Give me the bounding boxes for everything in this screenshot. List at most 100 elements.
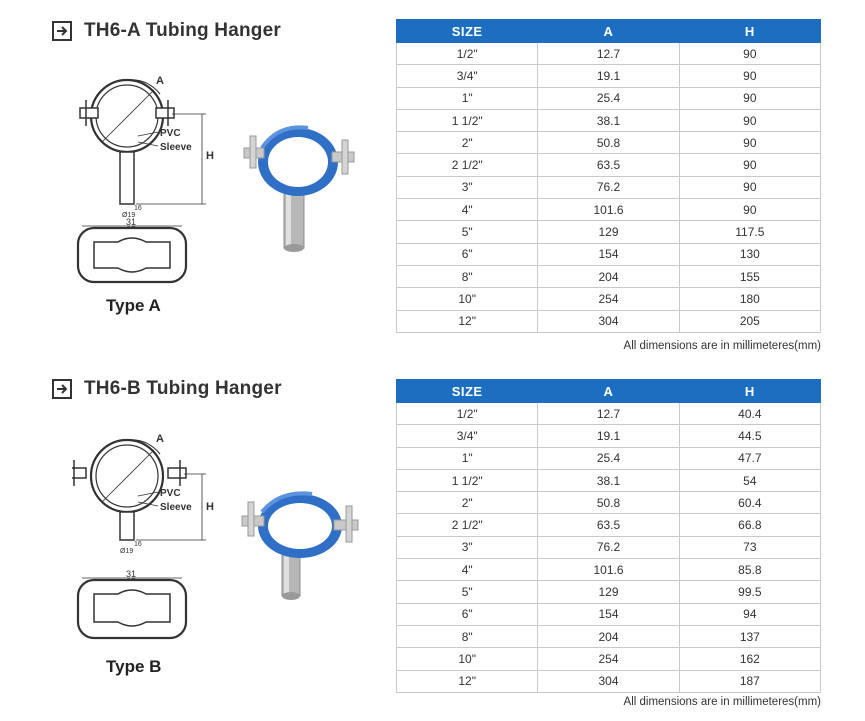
col-header-a: A [537,19,680,43]
label-sleeve: Sleeve [160,502,192,513]
cell-a: 25.4 [537,86,680,110]
cell-size: 12" [395,669,539,693]
cell-size: 3" [395,175,539,200]
cell-h: 40.4 [678,401,822,426]
cell-h: 187 [678,669,822,693]
units-note: All dimensions are in millimeteres(mm) [623,340,821,352]
cell-h: 44.5 [678,424,822,448]
cell-size: 10" [395,647,539,671]
cell-a: 304 [537,309,680,333]
drawing-caption: Type B [106,657,161,676]
dim-19: Ø19 [120,548,133,555]
product-photo-type-b [241,491,359,600]
cell-h: 162 [678,647,822,671]
cell-size: 6" [395,602,539,626]
cell-a: 19.1 [537,64,680,88]
technical-drawing-type-a: A PVC Sleeve H 16 Ø19 31 25 Type A [76,75,214,315]
cell-a: 38.1 [537,108,680,133]
cell-size: 8" [395,264,539,289]
dim-16: 16 [134,541,142,548]
cell-a: 101.6 [537,558,680,582]
cell-size: 1 1/2" [395,468,539,493]
cell-a: 154 [537,602,680,626]
cell-size: 8" [395,624,539,649]
cell-size: 5" [395,220,539,244]
cell-size: 2" [395,491,539,515]
cell-a: 50.8 [537,131,680,155]
dim-31: 31 [126,217,136,227]
cell-a: 129 [537,220,680,244]
dim-31: 31 [126,569,136,579]
cell-size: 1/2" [395,401,539,426]
cell-size: 4" [395,198,539,222]
cell-size: 2 1/2" [395,153,539,177]
cell-a: 101.6 [537,198,680,222]
diameter-line [101,89,155,143]
cell-a: 154 [537,242,680,266]
technical-drawing-type-b: A PVC Sleeve H 16 Ø19 31 25 Type B [72,433,214,676]
cell-h: 66.8 [678,513,822,537]
cell-a: 63.5 [537,513,680,537]
cell-a: 76.2 [537,175,680,200]
cell-a: 254 [537,287,680,311]
cell-h: 155 [678,264,822,289]
cell-h: 90 [678,153,822,177]
cell-a: 129 [537,580,680,604]
label-a: A [156,433,164,445]
cell-h: 94 [678,602,822,626]
cell-h: 99.5 [678,580,822,604]
label-h: H [206,150,214,162]
cell-a: 63.5 [537,153,680,177]
label-sleeve: Sleeve [160,142,192,153]
col-header-size: SIZE [395,379,539,403]
label-pvc: PVC [160,128,181,139]
dim-16: 16 [134,205,142,212]
cell-h: 85.8 [678,558,822,582]
units-note: All dimensions are in millimeteres(mm) [623,696,821,708]
col-header-a: A [537,379,680,403]
label-a: A [156,75,164,87]
cell-a: 254 [537,647,680,671]
cell-h: 90 [678,131,822,155]
product-photo-type-a [243,125,355,252]
cell-a: 304 [537,669,680,693]
cell-a: 25.4 [537,446,680,470]
cell-h: 137 [678,624,822,649]
dim-19: Ø19 [122,212,135,219]
cell-size: 1/2" [395,41,539,66]
cell-a: 38.1 [537,468,680,493]
cell-size: 2 1/2" [395,513,539,537]
cell-h: 90 [678,108,822,133]
section-title: TH6-B Tubing Hanger [84,378,282,399]
cell-size: 1" [395,446,539,470]
cell-size: 3/4" [395,64,539,88]
arrow-right-box-icon [52,21,72,41]
cell-h: 90 [678,198,822,222]
section-th6-a: TH6-A Tubing Hanger A PVC Sleeve H 16 Ø1… [0,0,865,360]
cell-h: 130 [678,242,822,266]
col-header-h: H [678,19,822,43]
section-heading: TH6-A Tubing Hanger [52,20,281,42]
cell-size: 5" [395,580,539,604]
col-header-h: H [678,379,822,403]
cell-h: 54 [678,468,822,493]
